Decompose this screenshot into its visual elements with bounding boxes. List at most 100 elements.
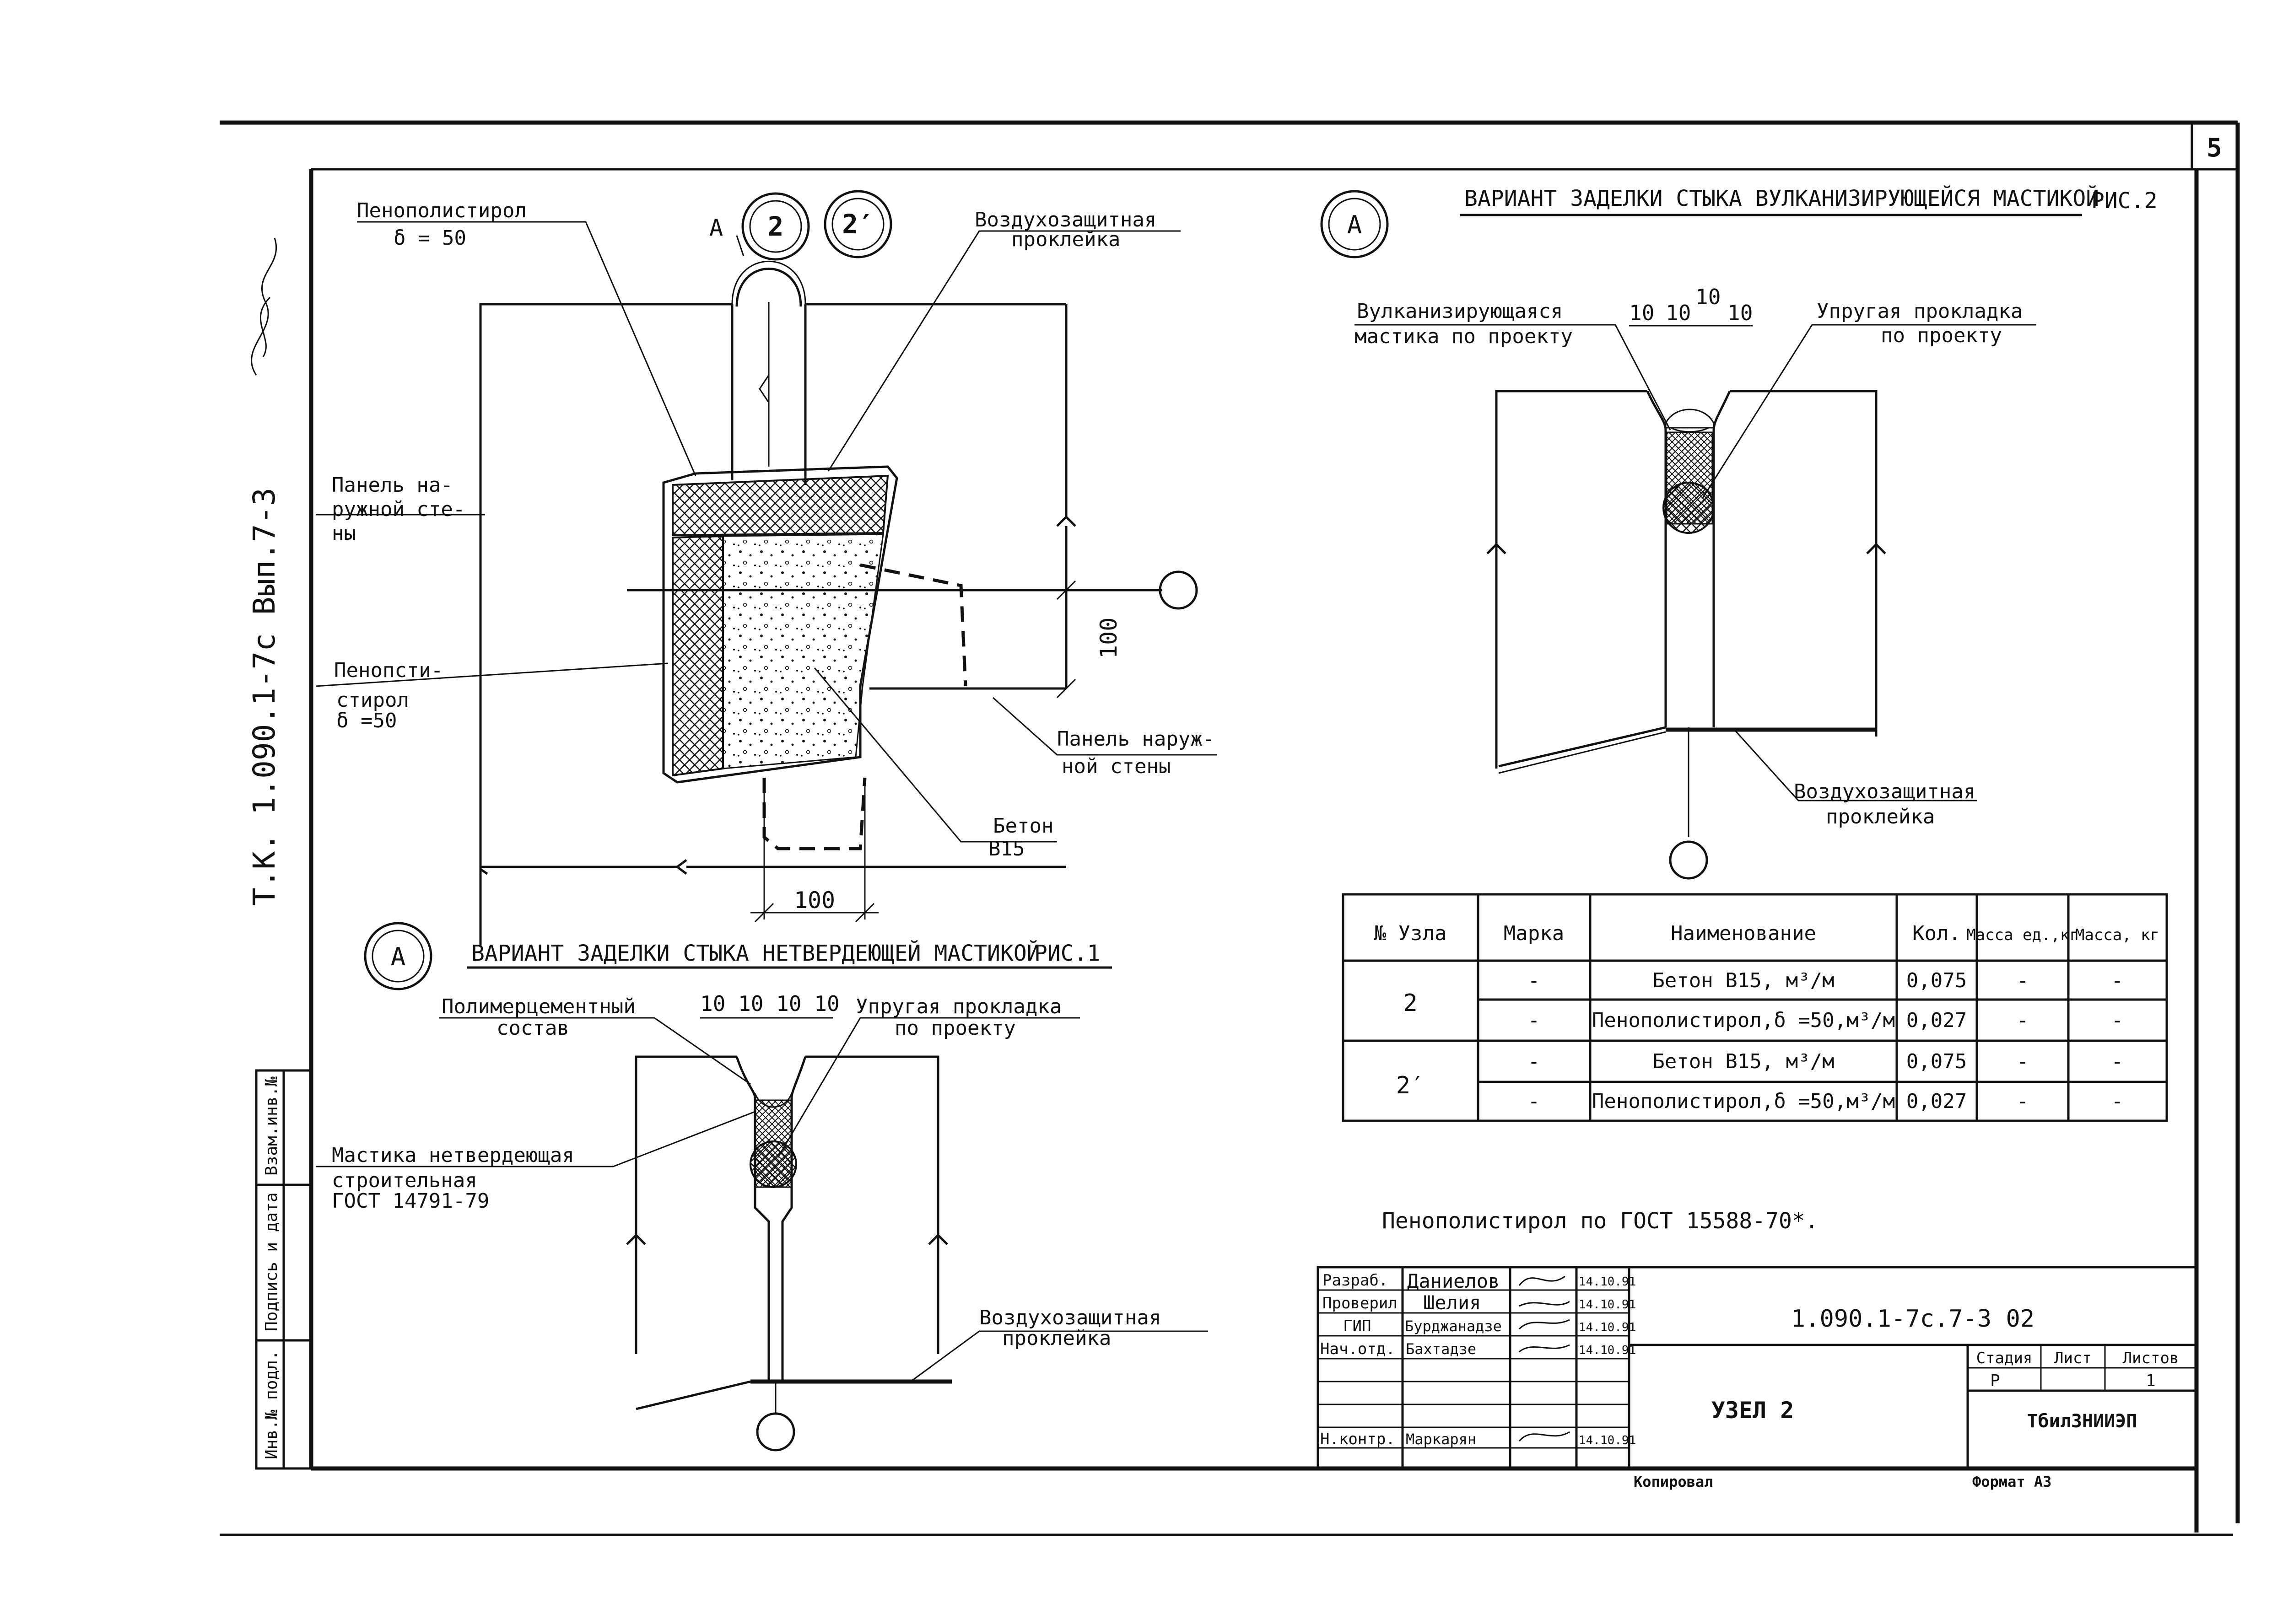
org-name: ТбилЗНИИЭП xyxy=(2027,1411,2137,1432)
sheet-frame: 5 xyxy=(220,120,2240,1536)
fig1-polymer-2: состав xyxy=(496,1016,569,1040)
name-3: Бахтадзе xyxy=(1406,1340,1476,1358)
cell-qty-2: 0,027 xyxy=(1906,1009,1967,1032)
fig2-air-2: проклейка xyxy=(1826,805,1935,828)
role-3: Нач.отд. xyxy=(1320,1340,1395,1358)
fig1-labels: Полимерцементный состав Упругая прокладк… xyxy=(332,995,1161,1350)
stamp-inv: Инв.№ подл. xyxy=(262,1350,281,1459)
date-1: 14.10.91 xyxy=(1579,1298,1636,1312)
fig2-title: ВАРИАНТ ЗАДЕЛКИ СТЫКА ВУЛКАНИЗИРУЮЩЕЙСЯ … xyxy=(1464,185,2099,211)
name-6: Маркарян xyxy=(1406,1430,1476,1448)
side-stamp: Инв.№ подл. Подпись и дата Взам.инв.№ xyxy=(255,1069,313,1470)
cell-um-2: - xyxy=(2017,1009,2029,1032)
cell-m-4: - xyxy=(2111,1090,2124,1113)
cell-name-3: Бетон В15, м³/м xyxy=(1652,1050,1834,1073)
fig1-air-1: Воздухозащитная xyxy=(979,1306,1161,1329)
note-gost: Пенополистирол по ГОСТ 15588-70*. xyxy=(1382,1208,1819,1234)
title-block xyxy=(1317,1266,2198,1470)
role-0: Разраб. xyxy=(1322,1271,1388,1290)
fig1-elastic-2: по проекту xyxy=(895,1016,1016,1040)
signatures xyxy=(1518,1275,1570,1441)
fig1-title: ВАРИАНТ ЗАДЕЛКИ СТЫКА НЕТВЕРДЕЮЩЕЙ МАСТИ… xyxy=(471,940,1040,966)
role-1: Проверил xyxy=(1322,1294,1398,1312)
stamp-replace: Взам.инв.№ xyxy=(262,1076,281,1176)
role-2: ГИП xyxy=(1343,1317,1371,1335)
fig2-drawing: А ВАРИАНТ ЗАДЕЛКИ СТЫКА ВУЛКАНИЗИРУЮЩЕЙС… xyxy=(1320,185,2158,880)
sheet-title: УЗЕЛ 2 xyxy=(1711,1397,1794,1424)
name-2: Бурджанадзе xyxy=(1405,1317,1502,1335)
date-6: 14.10.91 xyxy=(1579,1434,1636,1447)
album-code: Т.К. 1.090.1-7с Вып.7-3 xyxy=(247,488,282,906)
label-panel-right-2: ной стены xyxy=(1062,755,1171,778)
sheet-header: Лист xyxy=(2054,1349,2092,1367)
cell-node-1: 2 xyxy=(1403,989,1417,1017)
cell-qty-3: 0,075 xyxy=(1906,1050,1967,1073)
name-1: Шелия xyxy=(1423,1291,1481,1314)
footer-copied: Копировал xyxy=(1634,1473,1713,1490)
label-panel-left-2: ружной сте- xyxy=(332,498,465,521)
fig1-mastic-2: строительная xyxy=(332,1169,477,1192)
fig2-elastic-2: по проекту xyxy=(1881,324,2002,347)
cell-um-1: - xyxy=(2017,969,2029,992)
spec-table xyxy=(1342,893,2168,1122)
fig1-label: РИС.1 xyxy=(1034,941,1101,966)
dim-vertical: 100 xyxy=(1095,618,1122,659)
cell-name-1: Бетон В15, м³/м xyxy=(1652,969,1834,992)
th-node: № Узла xyxy=(1374,922,1447,945)
name-0: Даниелов xyxy=(1407,1270,1500,1292)
fig1-elastic-1: Упругая прокладка xyxy=(856,995,1062,1018)
cell-um-4: - xyxy=(2017,1090,2029,1113)
fig2-vulc-1: Вулканизирующаяся xyxy=(1357,300,1563,323)
cell-mark-3: - xyxy=(1528,1050,1540,1073)
fig1-mastic-1: Мастика нетвердеющая xyxy=(332,1144,574,1167)
date-0: 14.10.91 xyxy=(1579,1275,1636,1289)
sheet-number: 5 xyxy=(2207,133,2222,163)
title-block-roles: Разраб. Даниелов 14.10.91 Проверил Шелия… xyxy=(1320,1270,1636,1448)
cell-mark-4: - xyxy=(1528,1090,1540,1113)
th-mark: Марка xyxy=(1504,922,1564,945)
footer: Копировал Формат А3 xyxy=(1634,1473,2051,1490)
fig1-dims: 10 10 10 10 xyxy=(700,991,840,1016)
cell-name-2: Пенополистирол,δ =50,м³/м xyxy=(1592,1009,1895,1032)
label-air-2: проклейка xyxy=(1011,228,1120,251)
marker-node-2p: 2′ xyxy=(842,209,874,240)
fig1-marker: А xyxy=(391,942,406,971)
date-3: 14.10.91 xyxy=(1579,1344,1636,1357)
label-concrete-1: Бетон xyxy=(993,814,1053,838)
title-block-main: 1.090.1-7с.7-3 02 УЗЕЛ 2 Стадия Лист Лис… xyxy=(1711,1305,2179,1432)
stage-header: Стадия xyxy=(1976,1349,2033,1367)
fig2-air-1: Воздухозащитная xyxy=(1794,780,1975,803)
main-node-labels: Пенополистирол δ = 50 Воздухозащитная пр… xyxy=(332,199,1214,860)
fig1-air-2: проклейка xyxy=(1002,1327,1111,1350)
cell-mark-1: - xyxy=(1528,969,1540,992)
label-foam-left-1: Пенопсти- xyxy=(334,659,443,682)
label-panel-left-3: ны xyxy=(332,522,356,545)
marker-node-2: 2 xyxy=(768,211,784,242)
node-markers: А 2 2′ xyxy=(709,190,892,261)
dim-horizontal: 100 xyxy=(794,887,835,914)
th-mass: Масса, кг xyxy=(2075,926,2159,944)
fig1-polymer-1: Полимерцементный xyxy=(442,995,636,1018)
label-concrete-2: В15 xyxy=(988,837,1025,860)
date-2: 14.10.91 xyxy=(1579,1321,1636,1334)
signature-scribble xyxy=(251,237,277,376)
label-panel-left-1: Панель на- xyxy=(332,473,453,497)
role-6: Н.контр. xyxy=(1320,1430,1395,1448)
footer-format: Формат А3 xyxy=(1972,1473,2051,1490)
doc-code: 1.090.1-7с.7-3 02 xyxy=(1791,1305,2034,1333)
th-name: Наименование xyxy=(1671,922,1816,945)
cell-qty-1: 0,075 xyxy=(1906,969,1967,992)
label-foam-left-2: стирол xyxy=(336,688,409,712)
cell-mark-2: - xyxy=(1528,1009,1540,1032)
stamp-sign: Подпись и дата xyxy=(262,1193,281,1331)
fig1-mastic-3: ГОСТ 14791-79 xyxy=(332,1189,489,1213)
cell-m-1: - xyxy=(2111,969,2124,992)
fig2-marker: А xyxy=(1347,210,1362,239)
fig1-drawing: А ВАРИАНТ ЗАДЕЛКИ СТЫКА НЕТВЕРДЕЮЩЕЙ МАС… xyxy=(316,922,1208,1452)
label-air-1: Воздухозащитная xyxy=(975,208,1156,231)
cell-m-2: - xyxy=(2111,1009,2124,1032)
cell-m-3: - xyxy=(2111,1050,2124,1073)
fig2-elastic-1: Упругая прокладка xyxy=(1817,300,2023,323)
cell-um-3: - xyxy=(2017,1050,2029,1073)
